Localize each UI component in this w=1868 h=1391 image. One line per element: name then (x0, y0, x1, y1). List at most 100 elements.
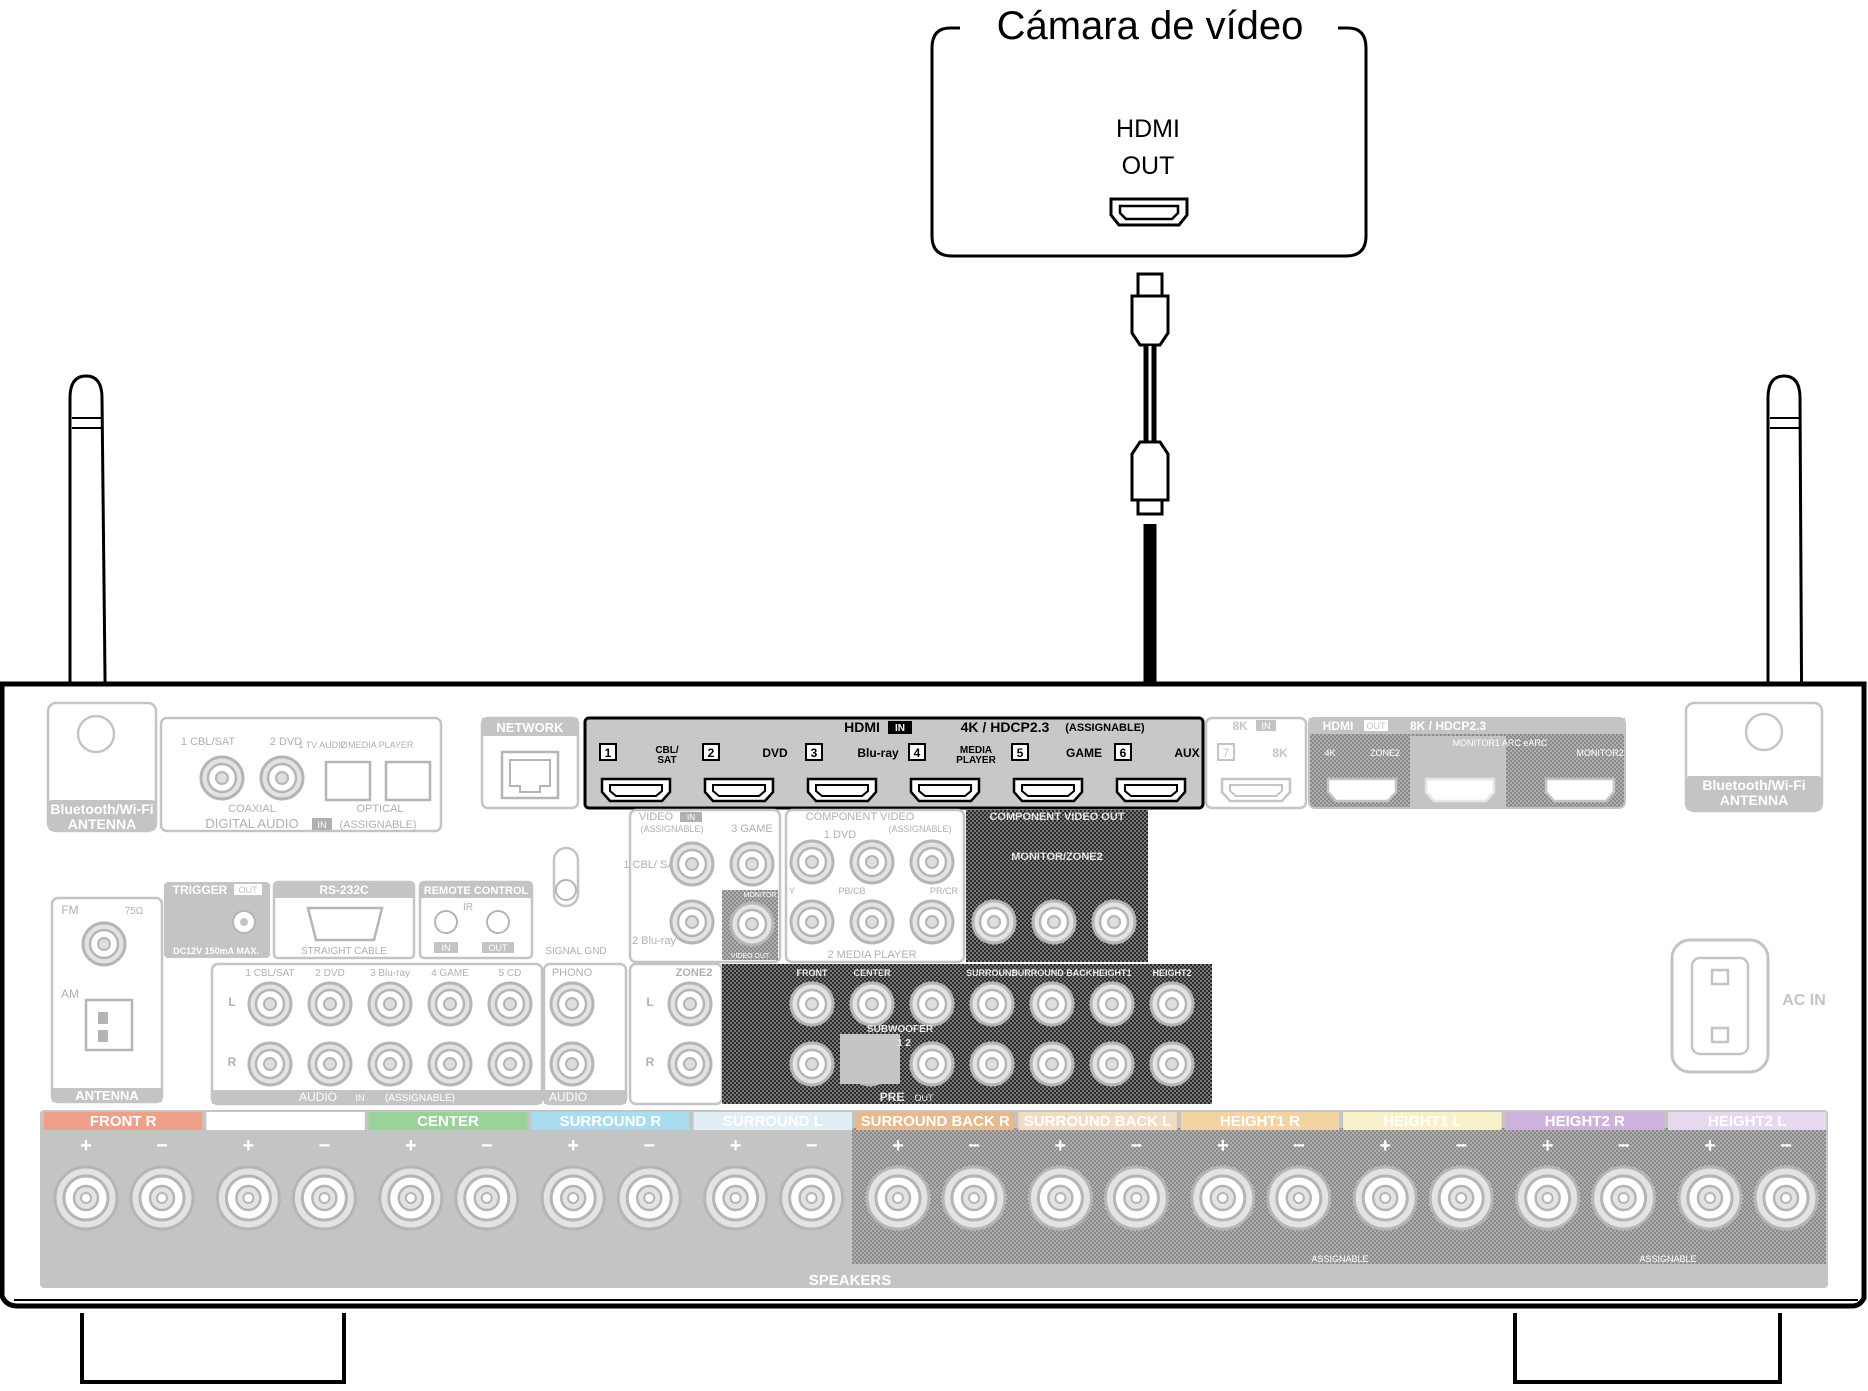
speaker-post-minus[interactable] (779, 1165, 845, 1231)
minus-icon: − (968, 1135, 980, 1157)
speaker-post-plus[interactable] (1352, 1165, 1418, 1231)
pre-out-label: FRONT (797, 968, 828, 978)
pre-out-jack[interactable] (969, 981, 1015, 1027)
speaker-post-minus[interactable] (1753, 1165, 1819, 1231)
antenna-left-label-2: ANTENNA (68, 816, 136, 832)
pre-out-jack[interactable] (1029, 981, 1075, 1027)
speaker-post-plus[interactable] (378, 1165, 444, 1231)
svg-text:1 CBL/ SAT: 1 CBL/ SAT (623, 859, 681, 871)
audio-in-jack-r[interactable] (487, 1041, 533, 1087)
pre-out-jack[interactable] (1149, 1041, 1195, 1087)
speaker-post-minus[interactable] (1428, 1165, 1494, 1231)
speaker-post-plus[interactable] (540, 1165, 606, 1231)
hdmi-in-jack[interactable] (1012, 777, 1084, 803)
minus-icon: − (1293, 1135, 1305, 1157)
speaker-channel-label: HEIGHT2 R (1545, 1113, 1625, 1130)
pre-out-jack[interactable] (849, 981, 895, 1027)
svg-text:8K / HDCP2.3: 8K / HDCP2.3 (1410, 719, 1486, 733)
speaker-post-plus[interactable] (1027, 1165, 1093, 1231)
hdmi-in-jack[interactable] (703, 777, 775, 803)
audio-in-jack-l[interactable] (247, 981, 293, 1027)
speaker-post-minus[interactable] (616, 1165, 682, 1231)
speaker-post-plus[interactable] (1515, 1165, 1581, 1231)
audio-in-jack-l[interactable] (487, 981, 533, 1027)
svg-text:IN: IN (318, 820, 327, 830)
speaker-post-plus[interactable] (53, 1165, 119, 1231)
svg-text:RS-232C: RS-232C (319, 883, 369, 897)
pre-out-jack[interactable] (1089, 981, 1135, 1027)
pre-out-label: HEIGHT2 (1152, 968, 1191, 978)
svg-text:STRAIGHT CABLE: STRAIGHT CABLE (301, 946, 387, 957)
svg-text:MONITOR1 ARC eARC: MONITOR1 ARC eARC (1453, 738, 1548, 748)
subwoofer-jack[interactable] (909, 1041, 955, 1087)
pre-out-jack[interactable] (1149, 981, 1195, 1027)
svg-text:PR/CR: PR/CR (930, 886, 959, 896)
speaker-post-plus[interactable] (1190, 1165, 1256, 1231)
svg-text:L: L (646, 995, 653, 1009)
svg-text:SUBWOOFER: SUBWOOFER (867, 1024, 934, 1035)
antenna-right (1766, 374, 1804, 772)
rs232c-port[interactable]: RS-232C STRAIGHT CABLE (272, 880, 416, 960)
audio-in-jack-r[interactable] (247, 1041, 293, 1087)
svg-text:IN: IN (687, 813, 695, 822)
pre-out-jack[interactable] (1089, 1041, 1135, 1087)
pre-out-jack[interactable] (1029, 1041, 1075, 1087)
minus-icon: − (1780, 1135, 1792, 1157)
speaker-post-minus[interactable] (941, 1165, 1007, 1231)
speaker-post-plus[interactable] (703, 1165, 769, 1231)
minus-icon: − (806, 1135, 818, 1157)
svg-text:(ASSIGNABLE): (ASSIGNABLE) (339, 819, 416, 831)
svg-text:TRIGGER: TRIGGER (173, 883, 228, 897)
svg-text:SIGNAL GND: SIGNAL GND (545, 946, 606, 957)
speaker-post-minus[interactable] (291, 1165, 357, 1231)
speaker-post-minus[interactable] (454, 1165, 520, 1231)
speaker-post-plus[interactable] (1677, 1165, 1743, 1231)
speaker-post-minus[interactable] (1266, 1165, 1332, 1231)
audio-in-jack-l[interactable] (307, 981, 353, 1027)
speaker-post-minus[interactable] (1103, 1165, 1169, 1231)
svg-text:(ASSIGNABLE): (ASSIGNABLE) (1065, 722, 1145, 734)
audio-in-jack-r[interactable] (427, 1041, 473, 1087)
ac-in-socket[interactable]: AC IN (1670, 938, 1826, 1074)
camera-hdmi-out-port[interactable] (1109, 197, 1189, 227)
speaker-post-plus[interactable] (215, 1165, 281, 1231)
audio-in-jack-r[interactable] (367, 1041, 413, 1087)
svg-text:VIDEO OUT: VIDEO OUT (731, 953, 770, 960)
audio-in-jack-l[interactable] (367, 981, 413, 1027)
speaker-post-plus[interactable] (865, 1165, 931, 1231)
svg-text:SPEAKERS: SPEAKERS (809, 1272, 892, 1289)
pre-out-jack[interactable] (789, 1041, 835, 1087)
svg-text:DC12V 150mA MAX.: DC12V 150mA MAX. (173, 946, 259, 956)
pre-out-jack[interactable] (789, 981, 835, 1027)
svg-text:ASSIGNABLE: ASSIGNABLE (1639, 1254, 1696, 1264)
hdmi-in-jack[interactable] (909, 777, 981, 803)
pre-out-jack[interactable] (969, 1041, 1015, 1087)
speaker-post-minus[interactable] (129, 1165, 195, 1231)
svg-text:HDMI: HDMI (1323, 719, 1354, 733)
svg-text:2 DVD: 2 DVD (270, 736, 302, 748)
hdmi-in-jack[interactable] (806, 777, 878, 803)
hdmi-cable[interactable] (1130, 272, 1170, 790)
hdmi-in-port-number: 4 (914, 746, 921, 760)
svg-text:2 MEDIA PLAYER: 2 MEDIA PLAYER (341, 740, 414, 750)
svg-text:1 DVD: 1 DVD (824, 829, 856, 841)
speaker-post-minus[interactable] (1591, 1165, 1657, 1231)
plus-icon: + (243, 1135, 255, 1157)
hdmi-in-jack[interactable] (600, 777, 672, 803)
audio-in-jack-l[interactable] (427, 981, 473, 1027)
network-port[interactable]: NETWORK (480, 716, 580, 810)
video-camera-device: Cámara de vídeo HDMI OUT (930, 4, 1368, 258)
pre-out-jack[interactable] (909, 981, 955, 1027)
component-video-section: COMPONENT VIDEO (ASSIGNABLE) 1 DVD Y PB/… (784, 808, 966, 964)
cable-plug-top-body (1130, 294, 1170, 347)
plus-icon: + (1704, 1135, 1716, 1157)
hdmi-in-jack[interactable] (1115, 777, 1187, 803)
speaker-channel-1: FRONT L+− (206, 1112, 365, 1231)
audio-in-jack-r[interactable] (307, 1041, 353, 1087)
